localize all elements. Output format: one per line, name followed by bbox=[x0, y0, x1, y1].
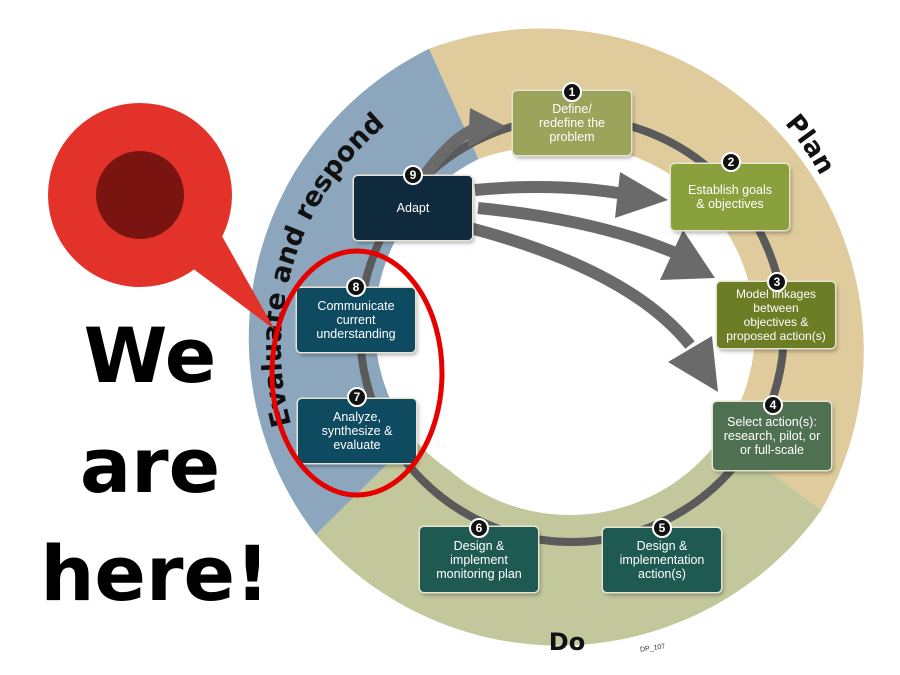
arrowhead-to-model bbox=[660, 230, 715, 280]
step-analyze: Analyze, synthesize & evaluate bbox=[298, 399, 416, 463]
plan-band bbox=[429, 28, 864, 510]
step-number-4: 4 bbox=[763, 395, 783, 415]
callout-text-here: here! bbox=[40, 529, 270, 618]
step-number-7: 7 bbox=[347, 387, 367, 407]
step-establish-goals: Establish goals & objectives bbox=[671, 164, 789, 230]
arrow-to-model bbox=[477, 202, 683, 261]
cycle-arrows bbox=[420, 108, 718, 392]
step-number-8: 8 bbox=[346, 277, 366, 297]
do-phase-label: Do bbox=[549, 628, 585, 656]
step-number-6: 6 bbox=[469, 518, 489, 538]
step-number-3: 3 bbox=[767, 272, 787, 292]
step-number-9: 9 bbox=[403, 165, 423, 185]
step-number-2: 2 bbox=[721, 152, 741, 172]
step-adapt: Adapt bbox=[354, 176, 472, 240]
inner-field bbox=[385, 145, 755, 515]
arrow-to-goals bbox=[474, 180, 632, 201]
pin-dot bbox=[96, 151, 184, 239]
step-number-1: 1 bbox=[562, 82, 582, 102]
step-model-linkages: Model linkages between objectives & prop… bbox=[717, 282, 835, 348]
callout-text-are: are bbox=[79, 421, 221, 510]
arrow-to-select bbox=[468, 222, 695, 349]
location-pin-icon bbox=[48, 103, 275, 330]
step-communicate: Communicate current understanding bbox=[297, 288, 415, 352]
callout-text-we: We bbox=[83, 311, 217, 400]
arrowhead-to-goals bbox=[615, 172, 668, 218]
arrowhead-to-select bbox=[668, 336, 718, 392]
step-design-implementation: Design & implementation action(s) bbox=[603, 528, 721, 592]
step-number-5: 5 bbox=[652, 518, 672, 538]
arrowhead-to-define bbox=[468, 108, 505, 148]
